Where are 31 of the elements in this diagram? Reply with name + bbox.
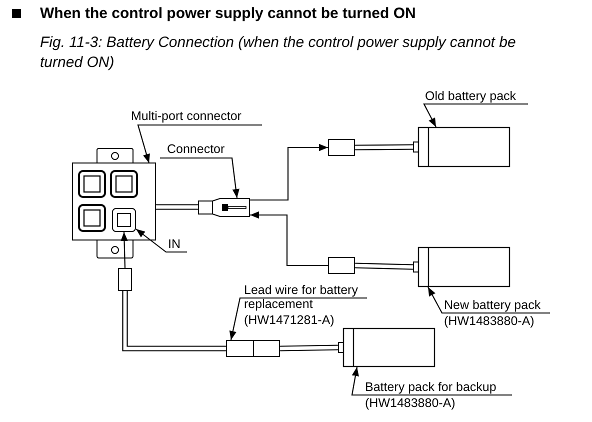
part-number: (HW1471281-A) (244, 313, 334, 327)
callout-label: Old battery pack (425, 89, 516, 103)
leader-line (160, 157, 240, 198)
cable (122, 291, 226, 352)
leader-line (351, 366, 512, 396)
callout-label: Lead wire for battery replacement (244, 283, 359, 311)
cable (354, 144, 414, 150)
callout-label: Multi-port connector (131, 109, 242, 123)
part-number: (HW1483880-A) (444, 314, 534, 328)
cable (280, 344, 338, 352)
leader-line (137, 124, 262, 164)
callout-label: Battery pack for backup (365, 380, 496, 394)
cable (354, 262, 414, 270)
plug (118, 268, 132, 291)
part-number: (HW1483880-A) (365, 396, 456, 410)
cable (156, 204, 198, 210)
callout-label: IN (168, 237, 180, 251)
leader-line (428, 286, 550, 314)
leader-line (136, 228, 187, 253)
plug (328, 139, 355, 156)
plug (328, 257, 355, 274)
section-heading: When the control power supply cannot be turned ON (40, 5, 416, 22)
leader-line (229, 297, 367, 340)
port-socket (112, 208, 136, 232)
callout-label: New battery pack (444, 298, 541, 312)
arrow (250, 211, 328, 266)
lead-wire-connector (226, 340, 280, 357)
leader-line (423, 103, 528, 128)
callout-label: Connector (167, 142, 225, 156)
figure-caption: Fig. 11-3: Battery Connection (when the control power supply cannot be turned ON) (40, 33, 517, 73)
arrow (250, 144, 328, 201)
